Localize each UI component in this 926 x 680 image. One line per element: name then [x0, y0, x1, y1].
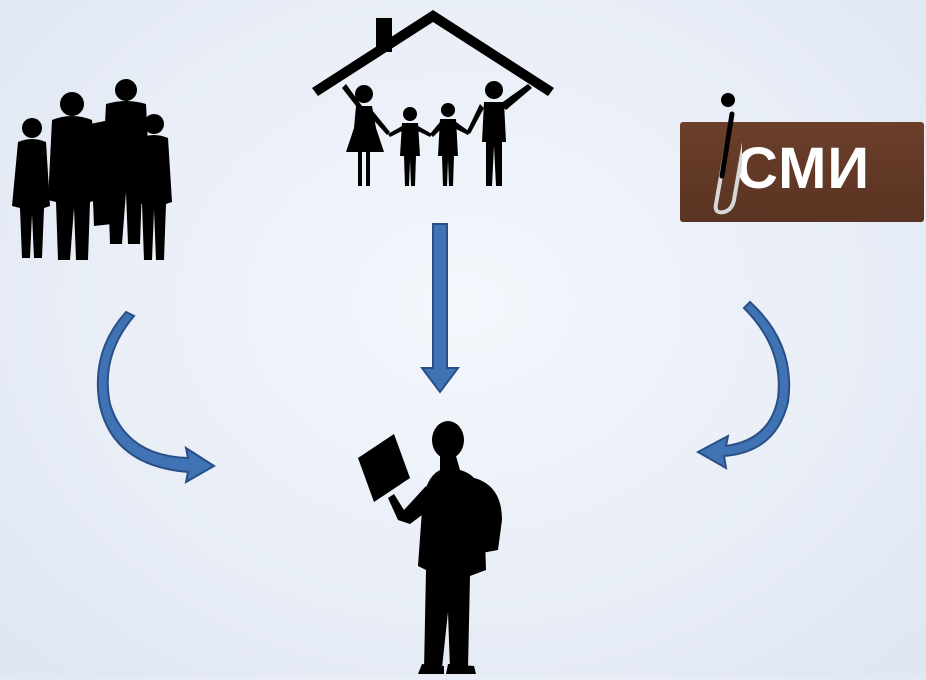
paperclip-icon [713, 93, 742, 215]
student-icon [352, 420, 512, 675]
peers-group-icon [6, 74, 178, 266]
media-label: СМИ [736, 136, 871, 201]
media-badge: СМИ [676, 80, 926, 228]
right-curved-arrow-icon [695, 300, 791, 470]
left-curved-arrow-icon [96, 310, 216, 484]
down-arrow-icon [420, 223, 460, 394]
family-house-icon [312, 10, 554, 190]
